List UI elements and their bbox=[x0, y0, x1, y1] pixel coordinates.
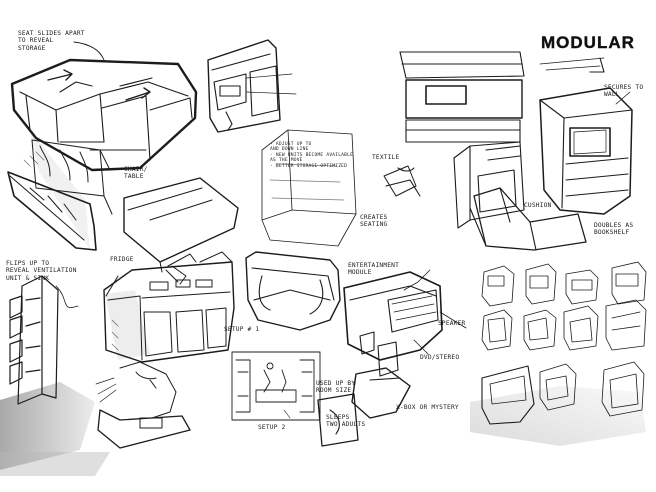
note-textile: TEXTILE bbox=[372, 154, 400, 161]
note-fridge: FRIDGE bbox=[110, 256, 134, 263]
sketch-hatching bbox=[23, 151, 119, 351]
note-speaker: SPEAKER bbox=[438, 320, 466, 327]
note-entertainment: ENTERTAINMENT MODULE bbox=[348, 262, 400, 277]
sheet-title: MODULAR bbox=[541, 33, 635, 52]
sketch-wireframe-box bbox=[261, 129, 357, 247]
sketch-kitchen-unit bbox=[95, 251, 235, 449]
note-flips-up: FLIPS UP TO REVEAL VENTILATION UNIT & SI… bbox=[6, 260, 77, 282]
sketch-table-block bbox=[123, 177, 239, 285]
sketch-module-variations bbox=[481, 261, 647, 425]
note-setup-1: SETUP # 1 bbox=[224, 326, 260, 333]
sketch-seat-modules bbox=[10, 41, 198, 172]
note-chair-table: CHAIR/ TABLE bbox=[124, 166, 148, 181]
note-setup-2: SETUP 2 bbox=[258, 424, 286, 431]
note-seat-slides: SEAT SLIDES APART TO REVEAL STORAGE bbox=[18, 30, 85, 52]
sketch-sofa bbox=[245, 251, 341, 331]
note-secures-wall: SECURES TO WALL bbox=[604, 84, 644, 99]
note-xbox: X-BOX OR MYSTERY bbox=[396, 404, 459, 411]
sketch-setup-plans bbox=[231, 351, 321, 421]
note-wireframe-notes: - ADJUST UP TO AND DOWN LINE - NEW UNITS… bbox=[270, 142, 354, 169]
note-creates-seating: CREATES SEATING bbox=[360, 214, 388, 229]
note-sleeps: SLEEPS TWO ADULTS bbox=[326, 414, 366, 429]
note-doubles-bookshelf: DOUBLES AS BOOKSHELF bbox=[594, 222, 634, 237]
note-cushion: CUSHION bbox=[524, 202, 552, 209]
note-dvd: DVD/STEREO bbox=[420, 354, 460, 361]
sketch-shelf-column bbox=[9, 275, 79, 405]
sketch-wall-module bbox=[539, 57, 633, 215]
sketch-entertainment-module bbox=[317, 269, 467, 447]
sketch-chair-table bbox=[7, 139, 113, 251]
note-used-up-bed: USED UP BY ROOM SIZE bbox=[316, 380, 356, 395]
sketch-wall-unit bbox=[207, 39, 297, 133]
sketch-modular-stack bbox=[383, 51, 587, 251]
